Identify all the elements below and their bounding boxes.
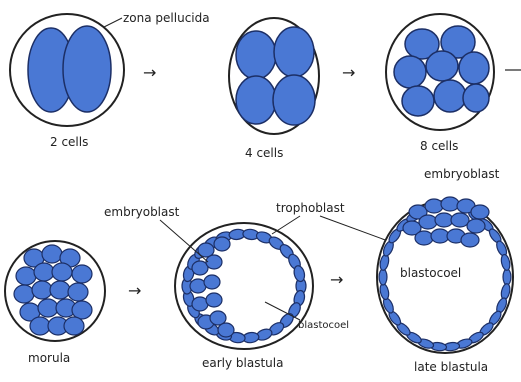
late-blastula-label: late blastula bbox=[414, 360, 488, 374]
embryoblast-label-late: embryoblast bbox=[424, 167, 500, 181]
blastomere bbox=[426, 51, 458, 81]
stage-two-cells bbox=[10, 14, 124, 126]
trophoblast-pointer bbox=[272, 216, 300, 234]
cell bbox=[38, 299, 58, 317]
blastomere bbox=[459, 52, 489, 84]
stage-early-blastula bbox=[175, 223, 313, 349]
arrow-icon: → bbox=[143, 63, 156, 82]
cell bbox=[503, 269, 511, 285]
eight-cells-label: 8 cells bbox=[420, 139, 458, 153]
cell bbox=[72, 301, 92, 319]
cell bbox=[206, 293, 222, 307]
zona-pellucida-label: zona pellucida bbox=[123, 11, 210, 25]
blastomere bbox=[402, 86, 434, 116]
blastomere bbox=[236, 31, 276, 79]
blastomere bbox=[63, 26, 111, 112]
cell bbox=[467, 219, 485, 233]
cell bbox=[206, 255, 222, 269]
four-cells-label: 4 cells bbox=[245, 146, 283, 160]
blastomere bbox=[274, 27, 314, 77]
embryoblast-label-early: embryoblast bbox=[104, 205, 180, 219]
cell bbox=[14, 285, 34, 303]
cell bbox=[50, 281, 70, 299]
cell bbox=[461, 233, 479, 247]
cell bbox=[431, 229, 449, 243]
arrow-icon: → bbox=[128, 281, 141, 300]
stage-four-cells bbox=[229, 18, 319, 134]
blastocoel-label-late: blastocoel bbox=[400, 266, 461, 280]
arrow-icon: → bbox=[330, 270, 343, 289]
cell bbox=[379, 269, 387, 285]
blastomere bbox=[394, 56, 426, 88]
stage-morula bbox=[5, 241, 105, 341]
cell bbox=[68, 283, 88, 301]
morula-label: morula bbox=[28, 351, 70, 365]
cell bbox=[451, 213, 469, 227]
cell bbox=[72, 265, 92, 283]
cell bbox=[42, 245, 62, 263]
cell bbox=[16, 267, 36, 285]
blastomere bbox=[236, 76, 276, 124]
cell bbox=[419, 215, 437, 229]
blastocoel-label-early: blastocoel bbox=[298, 320, 349, 331]
cell bbox=[415, 231, 433, 245]
cell bbox=[34, 263, 54, 281]
early-blastula-label: early blastula bbox=[202, 356, 283, 370]
cell bbox=[214, 237, 230, 251]
cell bbox=[32, 281, 52, 299]
cell bbox=[441, 197, 459, 211]
blastomere bbox=[273, 75, 315, 125]
zona-pellucida-pointer bbox=[104, 18, 122, 27]
cell bbox=[218, 323, 234, 337]
cell bbox=[204, 275, 220, 289]
trophoblast-label: trophoblast bbox=[276, 201, 345, 215]
arrow-icon: → bbox=[342, 63, 355, 82]
blastomere bbox=[463, 84, 489, 112]
cell bbox=[30, 317, 50, 335]
cell bbox=[52, 263, 72, 281]
cell bbox=[64, 317, 84, 335]
two-cells-label: 2 cells bbox=[50, 135, 88, 149]
stage-eight-cells bbox=[386, 14, 494, 130]
cell bbox=[471, 205, 489, 219]
blastomere bbox=[434, 80, 466, 112]
cell bbox=[425, 199, 443, 213]
cell bbox=[435, 213, 453, 227]
